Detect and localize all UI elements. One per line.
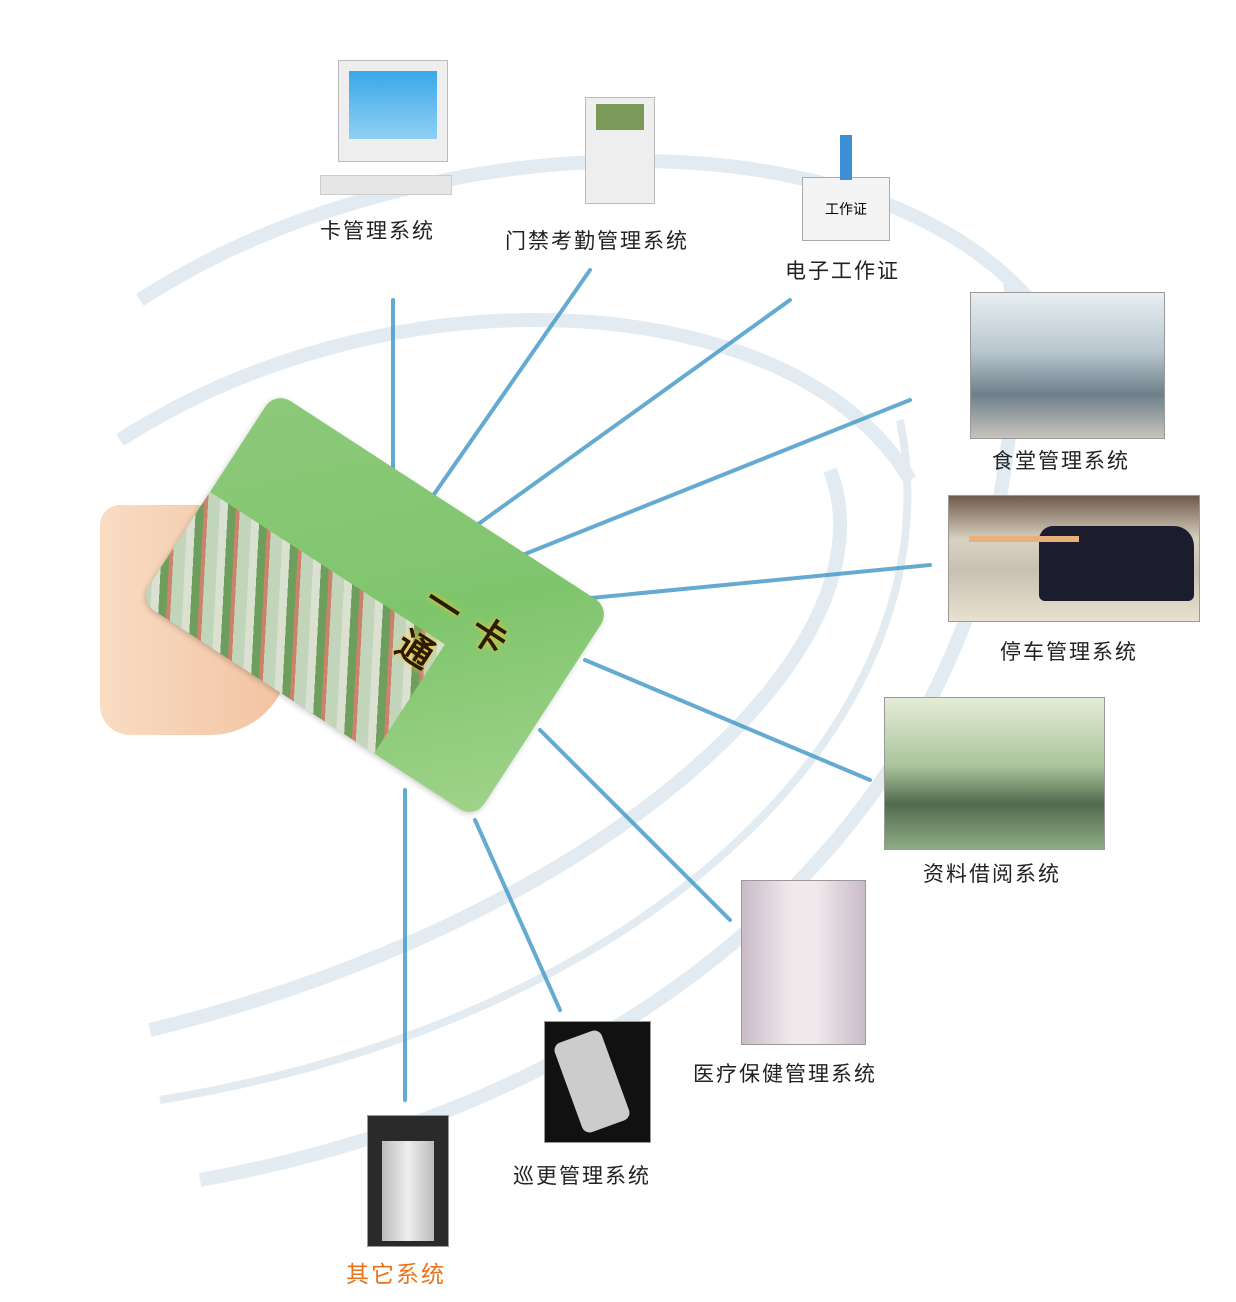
hospital-corridor-photo: [741, 880, 866, 1045]
line-patrol: [473, 818, 562, 1012]
arc: [159, 419, 912, 1104]
arc: [116, 313, 917, 484]
id-badge-icon: 工作证: [802, 177, 890, 241]
line-canteen: [508, 398, 912, 562]
computer-icon: [338, 60, 448, 162]
elevator-photo: [367, 1115, 449, 1247]
node-label: 卡管理系统: [320, 219, 435, 243]
badge-text: 工作证: [825, 202, 867, 218]
line-medical: [538, 728, 732, 922]
line-parking: [568, 563, 932, 602]
node-label: 资料借阅系统: [923, 862, 1061, 886]
node-label: 停车管理系统: [1000, 640, 1138, 664]
keyboard-icon: [320, 175, 452, 195]
canteen-photo: [970, 292, 1165, 439]
line-badge: [468, 298, 792, 532]
node-label: 医疗保健管理系统: [693, 1062, 877, 1086]
line-access: [428, 268, 592, 502]
node-label: 巡更管理系统: [513, 1164, 651, 1188]
node-label: 食堂管理系统: [992, 449, 1130, 473]
arc: [148, 467, 848, 1037]
lanyard: [840, 135, 852, 180]
node-label: 门禁考勤管理系统: [505, 229, 689, 253]
parking-photo: [948, 495, 1200, 622]
handheld-patrol-device-photo: [544, 1021, 651, 1143]
node-label: 电子工作证: [785, 259, 900, 283]
library-photo: [884, 697, 1105, 850]
node-label-highlight: 其它系统: [346, 1262, 446, 1288]
keypad-terminal-icon: [585, 97, 655, 204]
line-library: [583, 658, 872, 782]
